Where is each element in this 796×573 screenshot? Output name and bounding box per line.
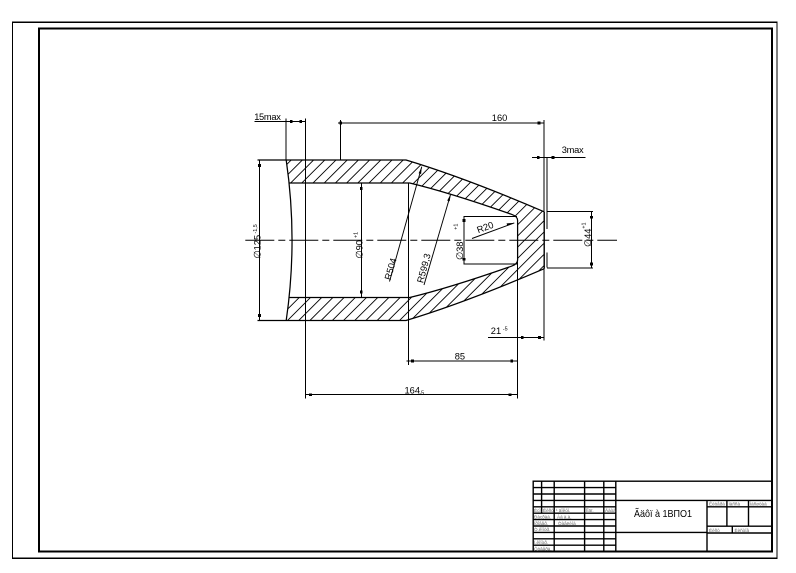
svg-text:∅90: ∅90 (355, 240, 365, 258)
svg-text:∅125: ∅125 (253, 235, 263, 259)
svg-text:¹ äîêóì.: ¹ äîêóì. (556, 508, 570, 513)
svg-text:Ëèñòîâ: Ëèñòîâ (735, 527, 750, 533)
svg-text:85: 85 (455, 352, 465, 362)
svg-text:Ïîäï.: Ïîäï. (586, 507, 594, 513)
svg-text:Ïðîâåð.: Ïðîâåð. (534, 520, 548, 526)
svg-text:3max: 3max (562, 145, 584, 155)
svg-text:-5: -5 (503, 327, 508, 333)
svg-text:∅38: ∅38 (455, 242, 465, 260)
svg-text:Ò.êîíòð.: Ò.êîíòð. (534, 526, 550, 532)
svg-text:Ãäôï à 1ВПО1: Ãäôï à 1ВПО1 (634, 507, 692, 520)
svg-text:Ëèñò: Ëèñò (709, 527, 720, 533)
svg-text:+1: +1 (582, 222, 588, 228)
svg-text:Ìàñøòàá: Ìàñøòàá (750, 501, 767, 507)
svg-text:Í.êîíòð.: Í.êîíòð. (534, 539, 548, 545)
svg-text:+1: +1 (454, 224, 460, 230)
svg-text:Ëèñò: Ëèñò (543, 507, 554, 513)
svg-text:164: 164 (405, 385, 421, 395)
svg-text:-5: -5 (419, 391, 424, 397)
svg-text:Ìàññà: Ìàññà (729, 501, 741, 507)
svg-text:160: 160 (492, 113, 508, 123)
svg-text:Ðàçðàá.: Ðàçðàá. (534, 513, 551, 519)
svg-text:+1: +1 (354, 232, 360, 238)
svg-text:-1,5: -1,5 (253, 224, 259, 233)
svg-text:∅44: ∅44 (583, 229, 593, 247)
svg-text:Ëèòåðà: Ëèòåðà (709, 501, 725, 507)
svg-text:Àá ä.à.: Àá ä.à. (557, 513, 572, 519)
svg-text:21: 21 (491, 326, 501, 336)
svg-text:15max: 15max (254, 112, 281, 122)
svg-text:Äàòà: Äàòà (605, 507, 616, 513)
svg-text:Èçì.: Èçì. (534, 507, 542, 513)
svg-text:Óòâåðä.: Óòâåðä. (534, 545, 552, 551)
svg-text:Òàâëèíà: Òàâëèíà (558, 520, 576, 526)
